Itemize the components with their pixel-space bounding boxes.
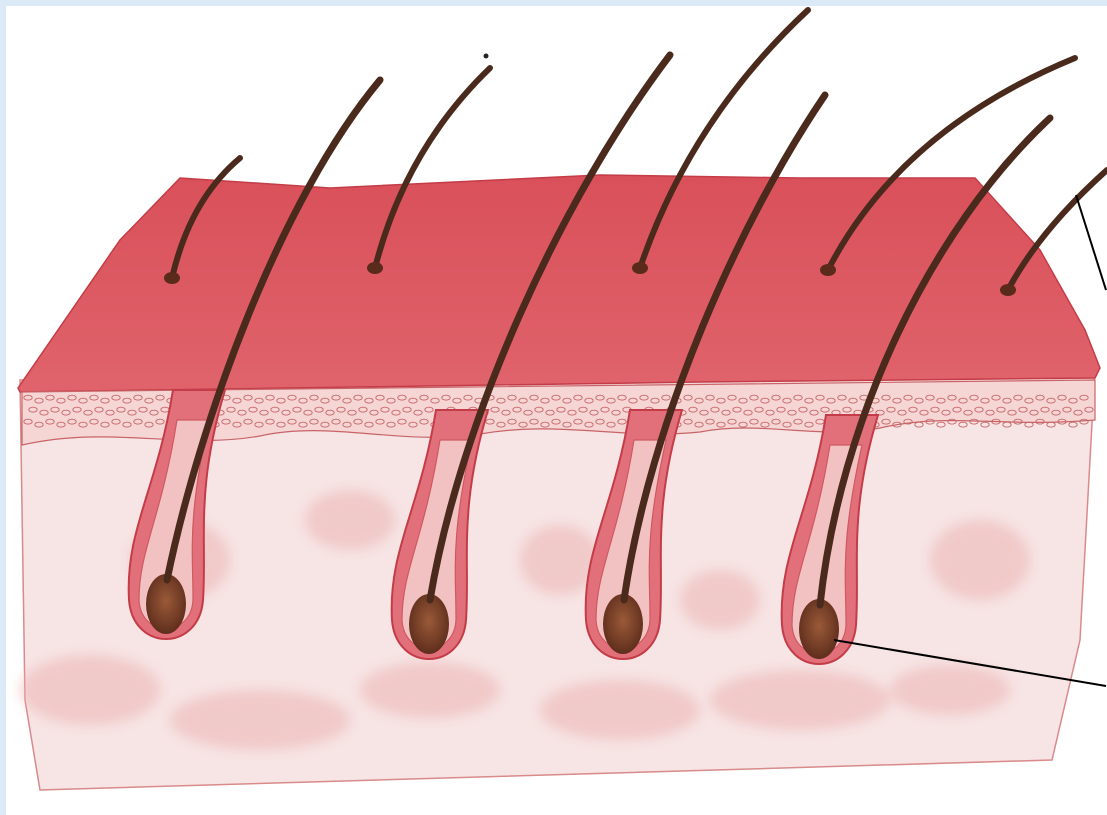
dermis-blotch <box>305 490 395 550</box>
dermis-blotch <box>360 662 500 718</box>
dot-icon <box>484 54 489 59</box>
hair-root-dot <box>164 272 180 284</box>
hair-root-dot <box>1000 284 1016 296</box>
hair-root-dot <box>632 262 648 274</box>
dermis-blotch <box>680 570 760 630</box>
dermis-blotch <box>710 670 890 730</box>
dermis-blotch <box>890 665 1010 715</box>
dermis-blotch <box>930 520 1030 600</box>
hair-root-dot <box>367 262 383 274</box>
dermis-blotch <box>540 680 700 740</box>
dermis-blotch <box>20 655 160 725</box>
hair-root-dot <box>820 264 836 276</box>
dermis-blotch <box>170 690 350 750</box>
epidermis-layer <box>18 175 1100 392</box>
